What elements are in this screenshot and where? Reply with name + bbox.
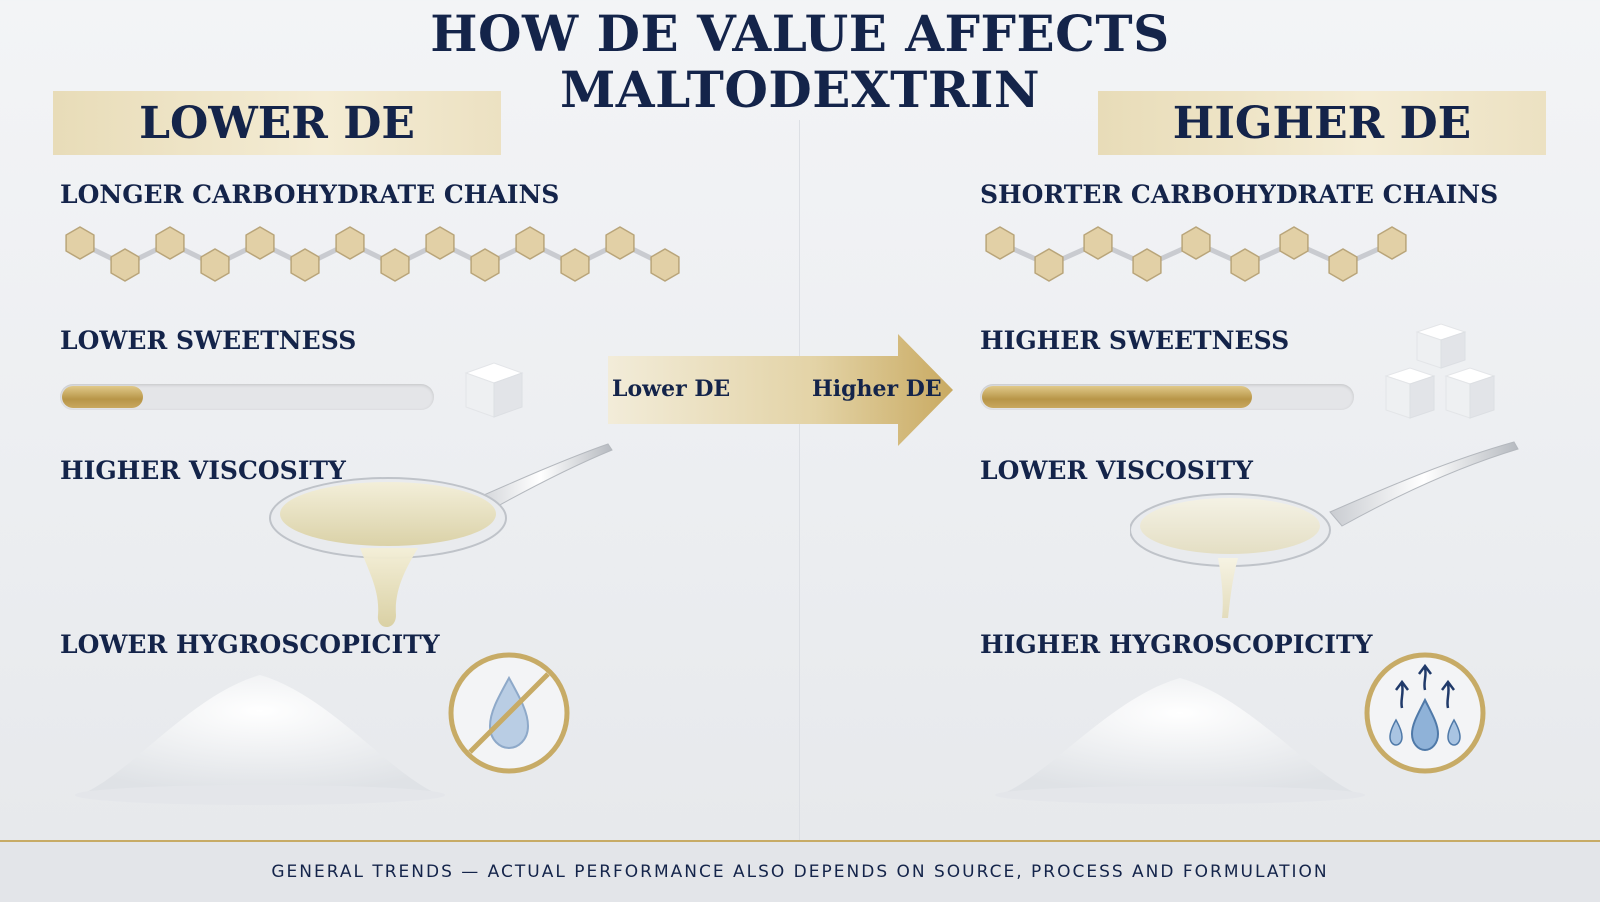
right-chains-label: SHORTER CARBOHYDRATE CHAINS	[980, 180, 1499, 209]
left-sweetness-label: LOWER SWEETNESS	[60, 326, 357, 355]
spoon-thick-syrup-icon	[269, 443, 613, 628]
glucose-unit	[380, 248, 410, 282]
glucose-unit	[1181, 226, 1211, 260]
center-divider	[799, 120, 800, 840]
glucose-unit	[515, 226, 545, 260]
glucose-unit	[1083, 226, 1113, 260]
lower-de-heading: LOWER DE	[53, 91, 501, 155]
short-chain-molecule-icon	[985, 226, 1407, 282]
glucose-unit	[650, 248, 680, 282]
long-chain-molecule-icon	[65, 226, 680, 282]
higher-de-heading: HIGHER DE	[1098, 91, 1546, 155]
footer-note: GENERAL TRENDS — ACTUAL PERFORMANCE ALSO…	[0, 840, 1600, 902]
glucose-unit	[470, 248, 500, 282]
glucose-unit	[1230, 248, 1260, 282]
page-title: HOW DE VALUE AFFECTS MALTODEXTRIN	[300, 6, 1300, 118]
glucose-unit	[1377, 226, 1407, 260]
glucose-unit	[290, 248, 320, 282]
title-line-2: MALTODEXTRIN	[559, 60, 1041, 119]
right-sweetness-fill	[982, 386, 1253, 408]
glucose-unit	[335, 226, 365, 260]
left-hygroscopicity-label: LOWER HYGROSCOPICITY	[60, 630, 440, 659]
left-chains-label: LONGER CARBOHYDRATE CHAINS	[60, 180, 560, 209]
glucose-unit	[155, 226, 185, 260]
right-viscosity-label: LOWER VISCOSITY	[980, 456, 1253, 485]
glucose-unit	[1279, 226, 1309, 260]
right-hygroscopicity-label: HIGHER HYGROSCOPICITY	[980, 630, 1373, 659]
left-sweetness-fill	[62, 386, 144, 408]
sugar-cubes-icon	[1384, 323, 1496, 419]
de-direction-arrow-icon	[608, 334, 953, 446]
arrow-lower-de-label: Lower DE	[612, 376, 731, 402]
title-line-1: HOW DE VALUE AFFECTS	[430, 4, 1170, 63]
glucose-unit	[1328, 248, 1358, 282]
no-moisture-icon	[448, 652, 570, 774]
left-sweetness-bar	[60, 384, 434, 410]
glucose-unit	[110, 248, 140, 282]
glucose-unit	[560, 248, 590, 282]
glucose-unit	[65, 226, 95, 260]
glucose-unit	[985, 226, 1015, 260]
spoon-thin-syrup-icon	[1130, 441, 1519, 618]
powder-pile-icon-right	[995, 678, 1365, 804]
moisture-absorb-icon	[1364, 652, 1486, 774]
right-sweetness-label: HIGHER SWEETNESS	[980, 326, 1290, 355]
sugar-cube-icon	[464, 362, 524, 418]
arrow-higher-de-label: Higher DE	[812, 376, 942, 402]
glucose-unit	[425, 226, 455, 260]
glucose-unit	[1132, 248, 1162, 282]
left-viscosity-label: HIGHER VISCOSITY	[60, 456, 346, 485]
right-sweetness-bar	[980, 384, 1354, 410]
glucose-unit	[200, 248, 230, 282]
glucose-unit	[605, 226, 635, 260]
glucose-unit	[245, 226, 275, 260]
powder-pile-icon	[75, 675, 445, 805]
glucose-unit	[1034, 248, 1064, 282]
